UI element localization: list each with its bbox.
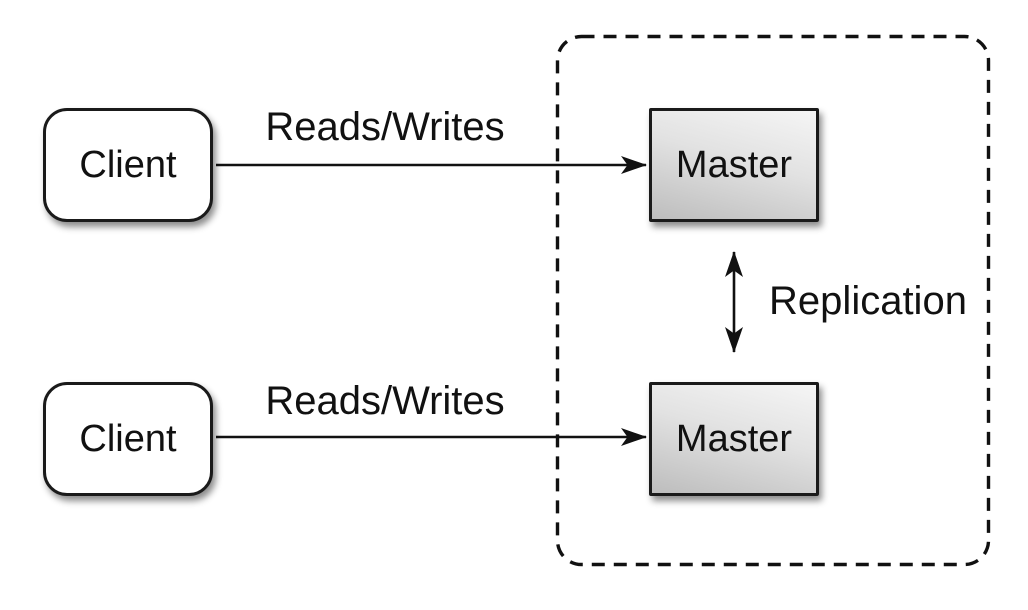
edge-label-replication: Replication <box>769 279 967 323</box>
edge-label-reads-writes-top: Reads/Writes <box>265 105 505 149</box>
node-master-top: Master <box>649 108 819 222</box>
node-client-bottom-label: Client <box>79 418 177 460</box>
node-master-top-label: Master <box>675 144 793 186</box>
node-client-top-label: Client <box>79 144 177 186</box>
node-master-bottom: Master <box>649 382 819 496</box>
edge-label-reads-writes-bottom: Reads/Writes <box>265 379 505 423</box>
node-client-top: Client <box>43 108 213 222</box>
node-master-bottom-label: Master <box>675 418 793 460</box>
node-client-bottom: Client <box>43 382 213 496</box>
